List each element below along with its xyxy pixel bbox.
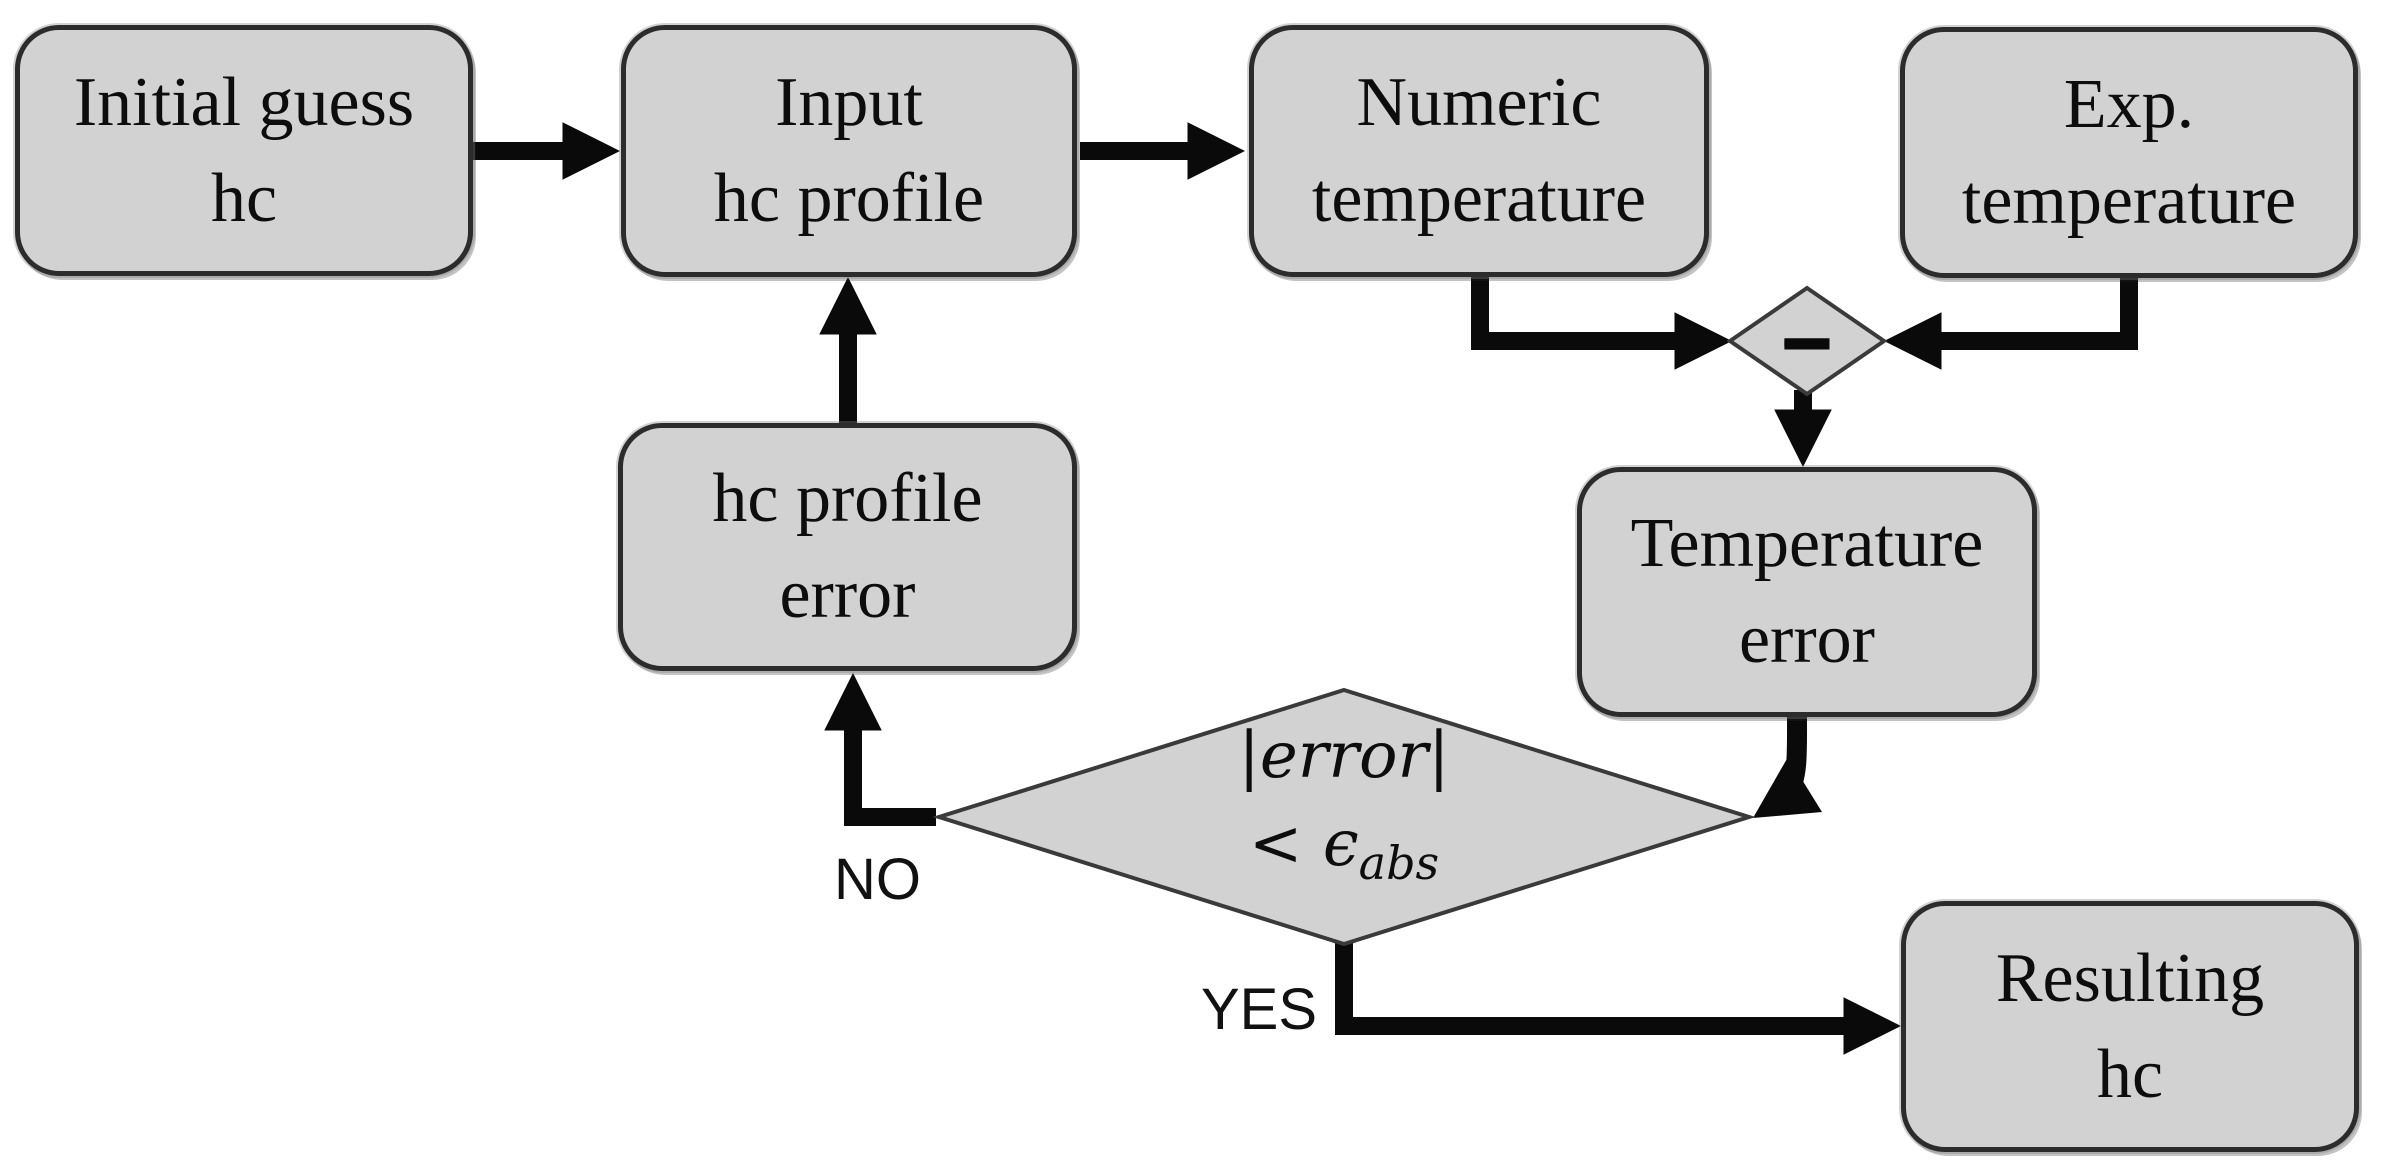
node-initial-guess-label: Initial guess hc <box>73 63 415 237</box>
node-numeric-temperature: Numeric temperature <box>1249 25 1709 277</box>
subtract-diamond <box>1726 285 1888 397</box>
branch-label-no: NO <box>834 847 921 912</box>
edge-numeric-to-subtract <box>1471 272 1733 370</box>
edge-exp-to-subtract <box>1883 273 2138 370</box>
node-temperature-error-label: Temperature error <box>1630 505 1984 678</box>
decision-label-line2-subscript: abs <box>1358 835 1440 890</box>
node-exp-temperature-label: Exp. temperature <box>1961 65 2297 239</box>
decision-label-line1: |error| <box>1238 719 1450 793</box>
node-exp-temperature: Exp. temperature <box>1900 27 2358 278</box>
decision-label: |error| < ϵabs <box>1044 716 1644 903</box>
node-resulting-hc: Resulting hc <box>1901 901 2359 1152</box>
node-initial-guess: Initial guess hc <box>15 25 473 276</box>
node-hc-profile-error-label: hc profile error <box>712 460 983 633</box>
node-temperature-error: Temperature error <box>1577 467 2037 717</box>
edge-decision-yes-to-resulting <box>1335 940 1902 1055</box>
node-hc-profile-error: hc profile error <box>618 423 1077 671</box>
node-input-hc-profile-label: Input hc profile <box>713 64 985 237</box>
node-numeric-temperature-label: Numeric temperature <box>1311 64 1647 237</box>
node-resulting-hc-label: Resulting hc <box>1995 939 2265 1113</box>
decision-label-line2: < ϵabs <box>1044 804 1644 903</box>
subtract-symbol: − <box>1757 296 1857 386</box>
branch-label-yes: YES <box>1201 977 1318 1042</box>
decision-label-line2-prefix: < ϵ <box>1248 807 1359 881</box>
edge-temperature-error-to-decision <box>1753 713 1822 818</box>
node-input-hc-profile: Input hc profile <box>621 25 1077 277</box>
decision-diamond <box>932 687 1756 947</box>
edge-decision-no-to-hc-profile-error <box>824 672 936 826</box>
edge-temperature-error-to-decision-arrowhead <box>1753 757 1822 818</box>
subtract-symbol-glyph: − <box>1776 299 1838 383</box>
